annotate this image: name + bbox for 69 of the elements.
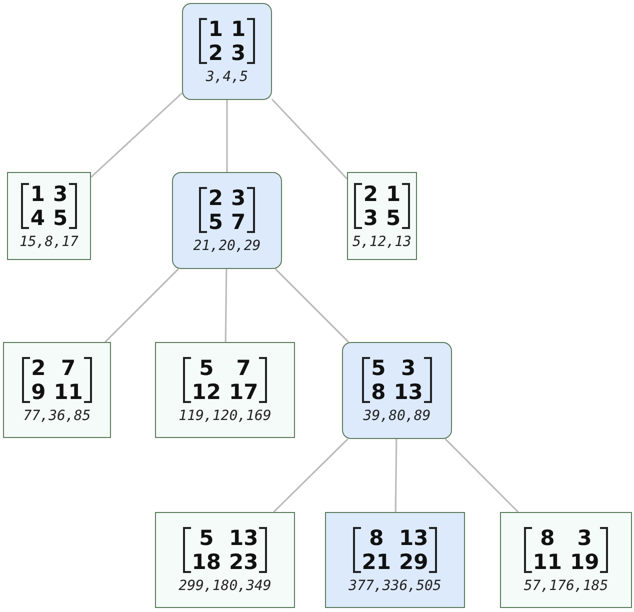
matrix-entry: 1 bbox=[208, 17, 223, 41]
matrix-entry: 8 bbox=[539, 526, 556, 550]
matrix-entry: 17 bbox=[229, 380, 258, 404]
matrix-node bbox=[3, 342, 111, 438]
matrix-entry: 21 bbox=[362, 550, 391, 574]
matrix-entry: 13 bbox=[399, 526, 428, 550]
matrix-entry: 8 bbox=[368, 526, 385, 550]
matrix-entry: 5 bbox=[371, 356, 386, 380]
matrix-node bbox=[155, 512, 295, 608]
matrix-entry: 13 bbox=[394, 380, 423, 404]
tree-edge bbox=[224, 268, 228, 342]
matrix-entry: 7 bbox=[231, 210, 246, 234]
matrix-node bbox=[342, 342, 452, 439]
tree-edge bbox=[274, 268, 350, 343]
matrix-entry: 11 bbox=[532, 550, 562, 574]
tree-edge bbox=[273, 438, 348, 513]
matrix-node bbox=[347, 172, 417, 260]
triple-text: 39,80,89 bbox=[363, 407, 431, 425]
matrix-node bbox=[155, 342, 295, 438]
matrix-entry: 5 bbox=[208, 210, 223, 234]
matrix-entry: 3 bbox=[576, 526, 593, 550]
tree-edge bbox=[226, 100, 228, 172]
matrix-node bbox=[325, 512, 465, 608]
matrix-node bbox=[172, 172, 282, 269]
triple-text: 377,336,505 bbox=[348, 576, 442, 594]
triple-text: 299,180,349 bbox=[178, 576, 272, 594]
matrix-node bbox=[7, 172, 91, 260]
tree-edge bbox=[444, 438, 519, 513]
matrix-entry: 1 bbox=[231, 17, 246, 41]
triple-text: 3,4,5 bbox=[206, 68, 248, 86]
matrix-entry: 2 bbox=[208, 41, 223, 65]
triple-text: 77,36,85 bbox=[23, 406, 91, 424]
tree-edge bbox=[394, 438, 398, 512]
matrix-entry: 2 bbox=[363, 182, 378, 206]
tree-edge bbox=[90, 92, 183, 178]
matrix-entry: 7 bbox=[60, 356, 77, 380]
matrix-entry: 8 bbox=[371, 380, 386, 404]
triple-text: 57,176,185 bbox=[524, 576, 608, 594]
matrix-entry: 2 bbox=[31, 356, 46, 380]
matrix-entry: 2 bbox=[208, 186, 223, 210]
matrix-entry: 5 bbox=[386, 206, 401, 230]
tree-edge bbox=[104, 268, 179, 343]
matrix-entry: 3 bbox=[231, 41, 246, 65]
triple-text: 5,12,13 bbox=[352, 232, 412, 250]
matrix-entry: 7 bbox=[235, 356, 252, 380]
matrix-entry: 19 bbox=[570, 550, 600, 574]
matrix-entry: 3 bbox=[363, 206, 378, 230]
matrix-entry: 12 bbox=[192, 380, 221, 404]
matrix-entry: 3 bbox=[53, 182, 68, 206]
triple-text: 15,8,17 bbox=[19, 232, 78, 250]
matrix-entry: 3 bbox=[231, 186, 246, 210]
matrix-entry: 5 bbox=[198, 526, 215, 550]
tree-edge bbox=[271, 98, 348, 180]
matrix-entry: 4 bbox=[30, 206, 45, 230]
matrix-entry: 1 bbox=[30, 182, 45, 206]
matrix-entry: 13 bbox=[229, 526, 258, 550]
triple-text: 119,120,169 bbox=[178, 406, 272, 424]
matrix-node bbox=[182, 3, 272, 100]
matrix-entry: 11 bbox=[54, 380, 83, 404]
matrix-entry: 23 bbox=[229, 550, 258, 574]
matrix-entry: 3 bbox=[400, 356, 417, 380]
matrix-entry: 5 bbox=[198, 356, 215, 380]
matrix-entry: 1 bbox=[386, 182, 401, 206]
matrix-entry: 29 bbox=[399, 550, 428, 574]
matrix-entry: 18 bbox=[192, 550, 221, 574]
matrix-entry: 5 bbox=[53, 206, 68, 230]
triple-text: 21,20,29 bbox=[193, 237, 261, 255]
matrix-node bbox=[500, 512, 632, 608]
matrix-entry: 9 bbox=[31, 380, 46, 404]
